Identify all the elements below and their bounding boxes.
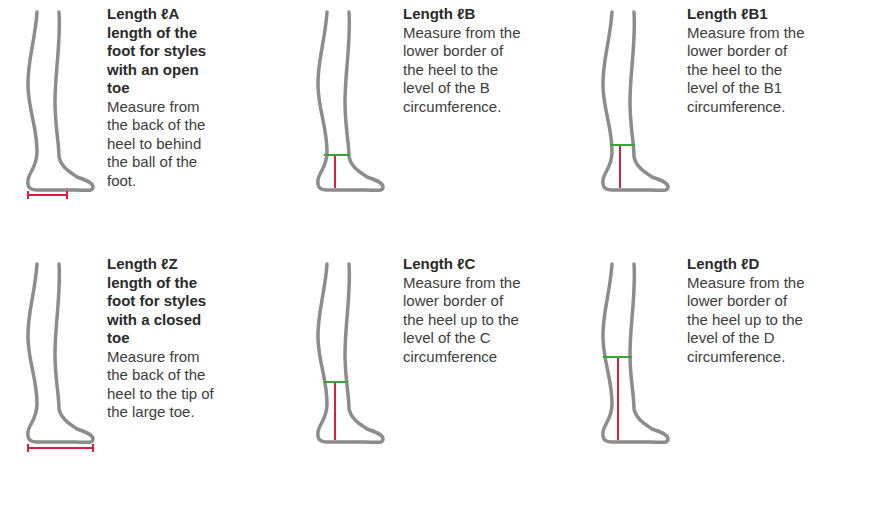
heading-label: length of the foot for styles with an op… (107, 24, 215, 98)
leg-figure (318, 264, 383, 442)
leg-outline (603, 264, 668, 442)
leg-outline (28, 12, 93, 190)
description-label: Measure from the lower border of the hee… (687, 274, 811, 367)
leg-outline (318, 12, 383, 190)
circumference-level (324, 381, 348, 383)
text-column: Length ℓBMeasure from the lower border o… (403, 5, 525, 116)
heading-label: Length ℓB1 (687, 5, 811, 24)
leg-figure (318, 12, 383, 190)
heading-label: Length ℓD (687, 255, 811, 274)
heading-label: Length ℓB (403, 5, 525, 24)
description-label: Measure from the back of the heel to the… (107, 348, 215, 422)
circumference-level (603, 356, 632, 358)
heading-label: Length ℓC (403, 255, 525, 274)
leg-outline (603, 12, 668, 190)
circumference-level (610, 144, 635, 146)
leg-figure (603, 12, 668, 190)
description-label: Measure from the lower border of the hee… (403, 274, 525, 367)
text-column: Length ℓB1Measure from the lower border … (687, 5, 811, 116)
heading-label: length of the foot for styles with a clo… (107, 274, 215, 348)
text-column: Length ℓCMeasure from the lower border o… (403, 255, 525, 366)
text-column: Length ℓZlength of the foot for styles w… (107, 255, 215, 422)
length-marker (619, 145, 621, 188)
length-marker (334, 382, 336, 440)
text-column: Length ℓDMeasure from the lower border o… (687, 255, 811, 366)
length-marker (28, 444, 93, 452)
leg-figure (28, 12, 93, 199)
leg-outline (28, 264, 93, 442)
text-column: Length ℓAlength of the foot for styles w… (107, 5, 215, 190)
heading-label: Length ℓA (107, 5, 215, 24)
length-marker (28, 191, 67, 199)
leg-outline (318, 264, 383, 442)
description-label: Measure from the lower border of the hee… (403, 24, 525, 117)
heading-label: Length ℓZ (107, 255, 215, 274)
circumference-level (324, 154, 350, 156)
leg-figure (28, 264, 93, 452)
length-marker (617, 357, 619, 440)
description-label: Measure from the back of the heel to beh… (107, 98, 215, 191)
description-label: Measure from the lower border of the hee… (687, 24, 811, 117)
length-marker (334, 155, 336, 188)
leg-figure (603, 264, 668, 442)
